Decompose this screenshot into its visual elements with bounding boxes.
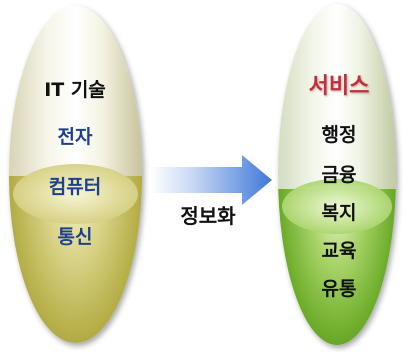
right-item-administration: 행정 [321,124,357,146]
right-capsule-rim [282,179,392,234]
left-item-electronics: 전자 [57,126,93,148]
arrow-label: 정보화 [180,204,236,228]
right-title: 서비스 [308,74,370,99]
left-capsule [9,6,142,343]
left-item-computer: 컴퓨터 [48,176,102,198]
right-item-finance: 금융 [321,164,357,186]
left-capsule-rim [13,164,138,224]
right-item-welfare: 복지 [321,202,357,224]
right-arrow-icon [150,155,272,205]
right-item-education: 교육 [321,240,357,262]
right-item-distribution: 유통 [321,278,357,300]
left-item-telecom: 통신 [57,226,93,248]
left-item-it: IT 기술 [44,79,106,101]
right-capsule [278,4,396,345]
